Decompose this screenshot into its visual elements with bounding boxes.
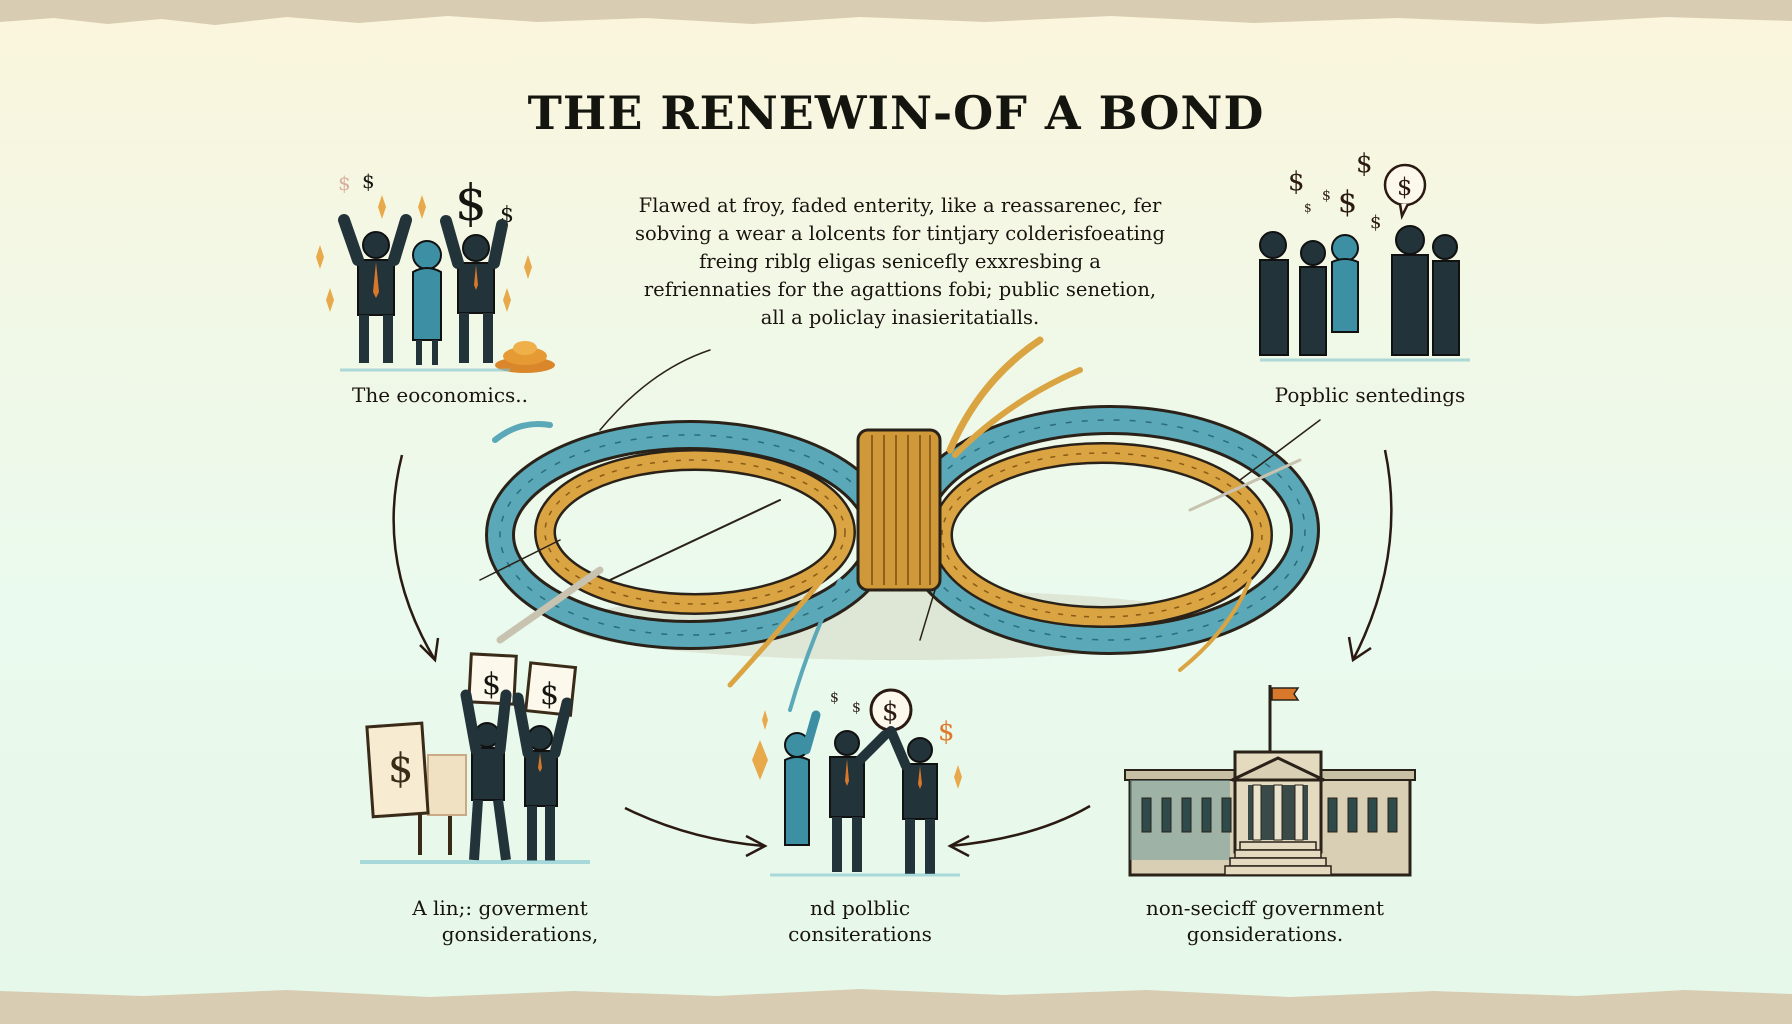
paragraph-line: all a policlay inasieritatialls. [760,306,1040,329]
label-line: gonsiderations. [1186,922,1344,946]
arrow-icon [947,804,1091,858]
sparkle-icon [752,710,962,789]
sparkle-icon [316,195,532,312]
paragraph-line: freing riblg eligas senicefly exxresbing… [699,250,1101,273]
businessman-figure [829,730,890,872]
rope-loop-right [900,405,1320,655]
svg-text:$: $ [882,697,899,727]
svg-text:$: $ [1304,201,1312,215]
teal-figure [412,240,442,365]
label-line: A lin;: goverment [412,896,588,920]
svg-text:$: $ [455,174,487,232]
dollar-sign-icon: $ $ $ $ [338,169,514,232]
panel-label-economics: The eoconomics.. [352,383,528,407]
panel-economics-illustration: $ $ $ $ [316,169,555,373]
dollar-coin-icon: $ [869,688,913,732]
label-line: nd polblic [809,896,911,920]
svg-text:$: $ [338,171,351,195]
frayed-strands [479,336,1321,712]
panel-label-public-considerations: nd polblic consiterations [760,895,960,947]
svg-text:$: $ [1397,173,1412,201]
svg-text:$: $ [1288,167,1305,197]
svg-text:$: $ [1338,185,1357,220]
panel-label-government: A lin;: goverment gonsiderations, [370,895,630,947]
svg-text:$: $ [1370,212,1381,233]
teal-figure [784,710,821,846]
easel-icon: $ [365,721,467,855]
svg-text:$: $ [362,169,375,193]
portico [1231,750,1325,854]
rope-loop-left [485,420,895,650]
paragraph-line: Flawed at froy, faded enterity, like a r… [638,194,1162,217]
arrow-icon [624,806,768,858]
panel-government-signs-illustration: $ $ $ [360,652,590,864]
svg-text:$: $ [540,677,559,712]
businessman-figure [512,692,573,861]
panel-public-illustration: $ $ $ $ $ $ $ [1259,149,1470,362]
dollar-sign-icon: $ $ $ $ $ $ [1288,149,1381,233]
rope-knot-illustration [479,336,1321,712]
knot-center-wrap [856,428,942,592]
panel-label-public: Popblic sentedings [1274,383,1466,407]
svg-text:$: $ [388,746,413,792]
flag-icon [1268,685,1300,760]
dollar-sign-icon: $ [938,717,955,747]
steps [1224,841,1332,876]
svg-text:$: $ [852,700,861,716]
label-line: consiterations [788,922,932,946]
label-line: gonsiderations, [441,922,599,946]
government-building-illustration [1124,685,1416,877]
businessman-figure [440,215,508,363]
panel-public-considerations-illustration: $ $ $ $ [752,688,962,877]
speech-bubble-icon: $ [1383,163,1427,220]
label-line: non-secicff government [1145,896,1385,920]
panel-label-nonspecific-government: non-secicff government gonsiderations. [1100,895,1430,947]
businessman-figure [460,689,512,861]
svg-text:$: $ [830,690,839,706]
arrow-icon [392,454,440,663]
svg-text:$: $ [1322,188,1331,204]
paragraph-line: refriennaties for the agattions fobi; pu… [643,278,1157,301]
page-title: THE RENEWIN-OF A BOND [527,86,1265,140]
svg-text:$: $ [482,667,501,702]
svg-text:$: $ [1356,149,1373,179]
businessman-figure [338,214,412,363]
arrow-icon [1347,449,1393,663]
businessman-figure [886,726,938,874]
paragraph-line: sobving a wear a lolcents for tintjary c… [635,222,1165,245]
group-of-figures [1259,225,1460,356]
intro-paragraph: Flawed at froy, faded enterity, like a r… [560,192,1240,332]
